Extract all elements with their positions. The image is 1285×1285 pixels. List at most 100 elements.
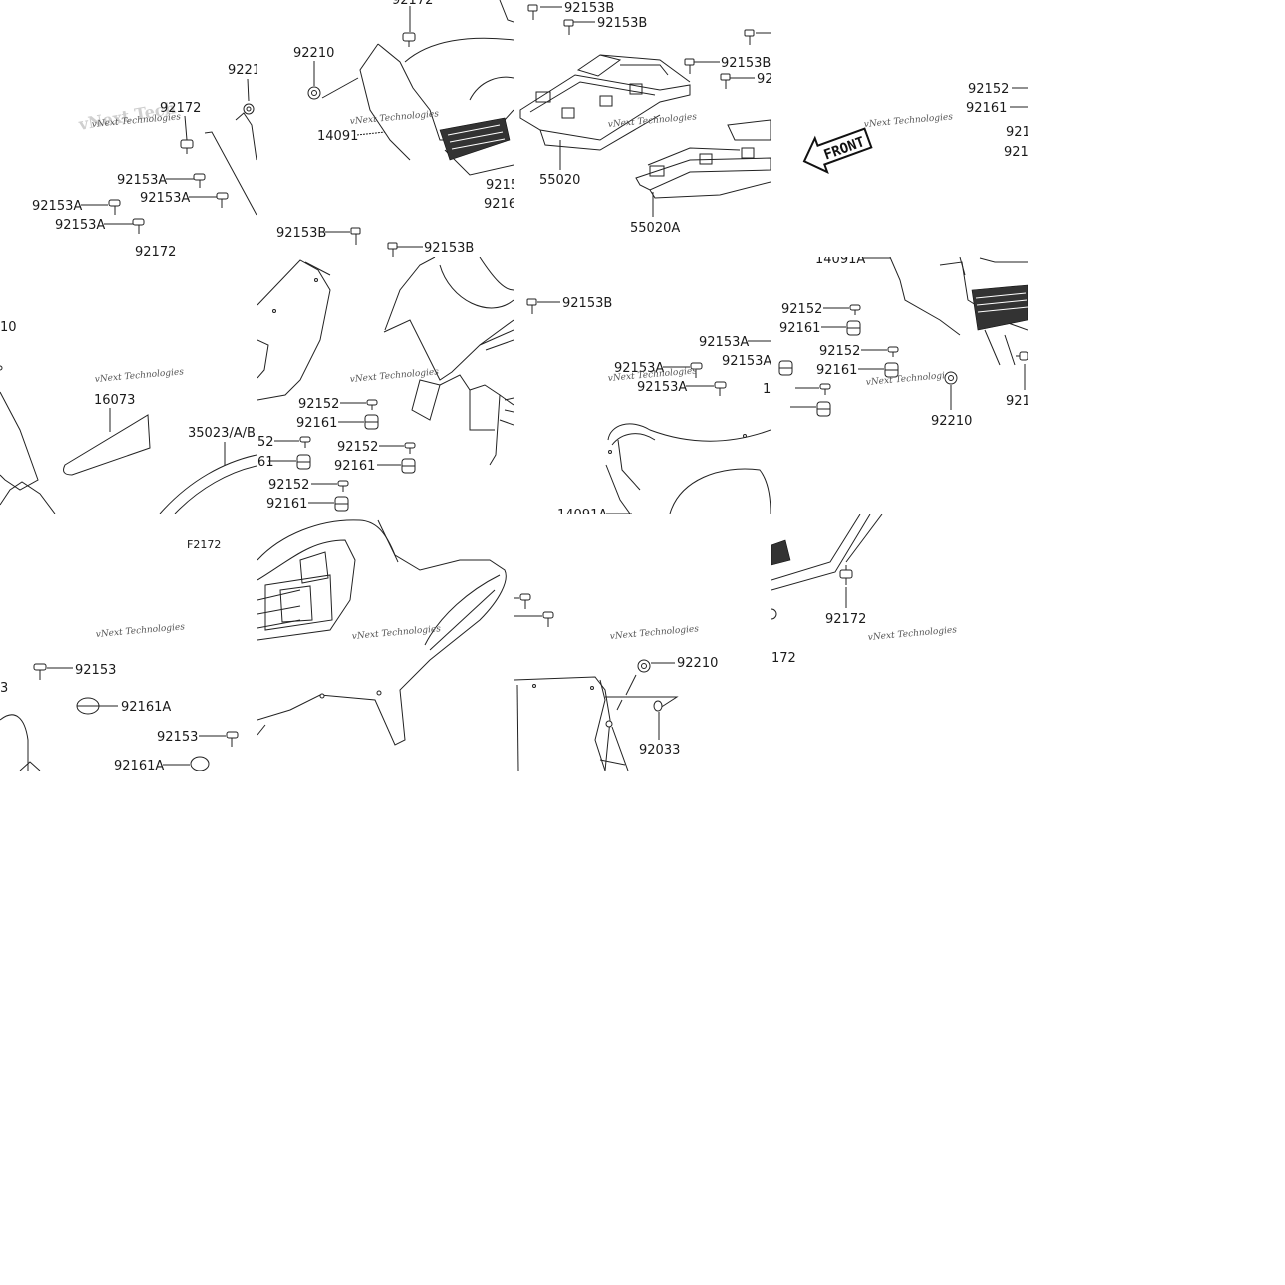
part-label-55020A: 55020A <box>630 221 680 236</box>
part-label-152: 152 <box>763 382 788 397</box>
tile-11: vNext Technologies 92210 92033 <box>514 593 718 771</box>
nut-icon <box>637 659 651 673</box>
cap-icon <box>76 697 100 715</box>
grommet-icon <box>334 496 349 512</box>
part-label-55020: 55020 <box>539 173 580 188</box>
tile-12: 92172 172 vNext Technologies <box>771 514 958 666</box>
grommet-icon <box>790 401 831 417</box>
carrier-55020-icon <box>519 54 691 151</box>
part-label-3: 3 <box>0 681 8 696</box>
part-label-9216: 9216 <box>484 197 517 212</box>
part-label-92153: 92153 <box>75 663 116 678</box>
screw-icon <box>387 242 398 257</box>
screw-icon <box>690 362 703 378</box>
part-label-92153A: 92153A <box>140 191 190 206</box>
screw-icon <box>744 29 771 45</box>
tile-5: 10 vNext Technologies 16073 35023/A/B <box>0 320 257 514</box>
part-label-92153A: 92153A <box>614 361 664 376</box>
watermark: vNext Technologies <box>863 112 953 130</box>
part-label-92153B: 92153B <box>597 16 647 31</box>
part-label-92172: 92172 <box>135 245 176 260</box>
screw-icon <box>216 192 229 208</box>
grommet-icon <box>364 414 379 430</box>
bolt-icon <box>1016 351 1028 361</box>
watermark: vNext Technologies <box>609 624 699 642</box>
part-label-92153B: 92153B <box>564 1 614 16</box>
screw-icon <box>226 731 239 747</box>
nut-icon <box>944 371 958 385</box>
screw-icon <box>350 227 361 245</box>
screw-icon <box>795 383 831 395</box>
part-label-92153A: 92153A <box>637 380 687 395</box>
footboard-grille-icon <box>439 117 511 161</box>
part-label-921: 921 <box>1004 145 1029 160</box>
front-arrow-icon: FRONT <box>802 127 873 174</box>
guard-16073-icon <box>63 414 151 476</box>
watermark: vNext Technologies <box>607 112 697 130</box>
screw-icon <box>720 73 731 89</box>
screw-icon <box>714 381 727 396</box>
part-label-92153A: 92153A <box>722 354 772 369</box>
screw-icon <box>849 304 861 315</box>
watermark: vNext Technologies <box>95 622 185 640</box>
part-label-14091A: 14091A <box>815 252 865 267</box>
screw-icon <box>108 199 121 215</box>
grommet-icon <box>846 320 861 336</box>
nut-icon <box>307 86 321 100</box>
part-label-92152: 92152 <box>337 440 378 455</box>
screw-icon <box>563 19 574 35</box>
footboard-grille-icon <box>971 284 1028 331</box>
part-label-92210: 92210 <box>677 656 718 671</box>
nut-icon <box>243 103 255 115</box>
watermark: vNext Technologies <box>349 367 439 385</box>
grommet-icon <box>778 360 793 376</box>
part-label-92: 92 <box>757 72 774 87</box>
part-label-92161: 92161 <box>816 363 857 378</box>
part-label-921: 921 <box>1006 394 1031 409</box>
grommet-icon <box>884 362 899 378</box>
watermark: vNext Technologies <box>349 109 439 127</box>
part-label-92152: 92152 <box>968 82 1009 97</box>
screw-icon <box>887 346 899 357</box>
screw-icon <box>193 173 206 188</box>
tile-4: 92152 92161 921 921 FRONT vNext Technolo… <box>802 82 1031 174</box>
screw-icon <box>514 611 554 627</box>
part-label-92152: 92152 <box>781 302 822 317</box>
part-label-161: 161 <box>771 401 796 416</box>
part-label-92153B: 92153B <box>424 241 474 256</box>
part-label-92161: 92161 <box>334 459 375 474</box>
part-label-F2172: F2172 <box>187 538 221 551</box>
part-label-92152: 92152 <box>268 478 309 493</box>
part-label-16073: 16073 <box>94 393 135 408</box>
clip-icon <box>653 700 663 712</box>
part-label-92153: 92153 <box>157 730 198 745</box>
tile-1: vNext Tech vNext Technologies 92172 9221… <box>32 63 257 260</box>
bolt-icon <box>402 32 416 47</box>
part-label-92033: 92033 <box>639 743 680 758</box>
part-label-92153B: 92153B <box>527 280 577 295</box>
screw-icon <box>337 480 349 492</box>
tile-8: 14091A 921 92152 92161 92152 <box>778 252 1031 429</box>
part-label-92172: 92172 <box>825 612 866 627</box>
part-label-92153B: 92153B <box>721 56 771 71</box>
part-label-92153B: 92153B <box>276 226 326 241</box>
front-fender-body <box>607 423 771 442</box>
part-label-153B: 153B <box>514 329 548 344</box>
part-label-92153A: 92153A <box>55 218 105 233</box>
part-label-921: 921 <box>1006 125 1031 140</box>
part-label-9215: 9215 <box>486 178 519 193</box>
tile-2: 92172 92210 14091 vNext Technologies 921… <box>276 0 519 257</box>
part-label-92161: 92161 <box>779 321 820 336</box>
part-label-92210: 92210 <box>293 46 334 61</box>
part-label-92161A: 92161A <box>121 700 171 715</box>
screw-icon <box>132 218 145 234</box>
footboard-grille-icon <box>771 539 791 566</box>
nut-icon <box>771 608 777 620</box>
grommet-icon <box>296 454 311 470</box>
part-label-92152: 92152 <box>298 397 339 412</box>
part-label-92161: 92161 <box>266 497 307 512</box>
part-label-14091A: 14091A <box>557 508 607 523</box>
tile-6: vNext Technologies 92153B 153B 92152 921… <box>257 257 577 512</box>
front-fender-outline <box>384 257 436 331</box>
